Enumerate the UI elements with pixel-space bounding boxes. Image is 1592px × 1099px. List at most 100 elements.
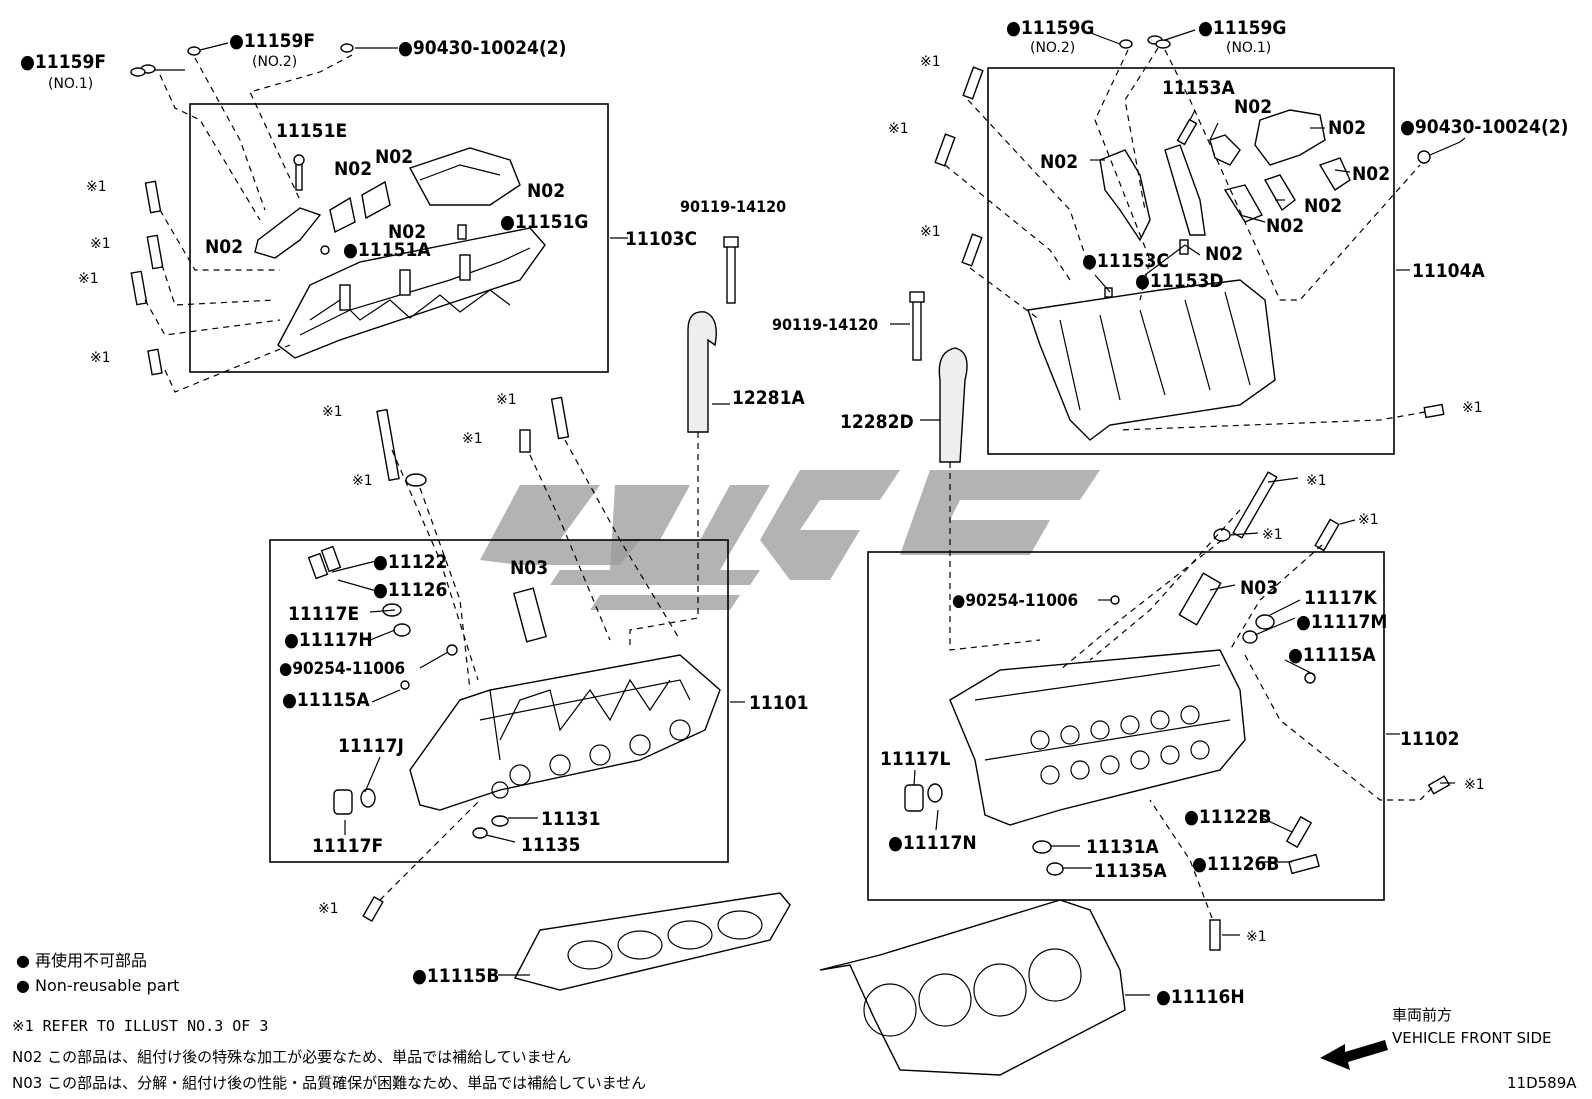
cylinder-head-left bbox=[409, 654, 721, 811]
label-11151A: ●11151A bbox=[343, 239, 431, 261]
label-ref-17: ※1 bbox=[1464, 777, 1485, 793]
chain-guide-12281A bbox=[687, 236, 739, 433]
label-11115A-left: ●11115A bbox=[282, 689, 370, 711]
label-ref-12: ※1 bbox=[920, 224, 941, 240]
label-n02-j: N02 bbox=[1304, 195, 1342, 217]
legend-ref-note: ※1 REFER TO ILLUST NO.3 OF 3 bbox=[12, 1017, 268, 1035]
label-11126: ●11126 bbox=[373, 579, 447, 601]
vehicle-front-indicator: 車両前方 VEHICLE FRONT SIDE bbox=[1320, 1006, 1552, 1070]
label-ref-5: ※1 bbox=[322, 404, 343, 420]
label-ref-15: ※1 bbox=[1262, 527, 1283, 543]
label-ref-7: ※1 bbox=[496, 392, 517, 408]
label-n02-d: N02 bbox=[388, 221, 426, 243]
label-ref-10: ※1 bbox=[920, 54, 941, 70]
bolts-right bbox=[934, 66, 1445, 419]
label-11104A: 11104A bbox=[1412, 260, 1485, 282]
camshaft-housing-left bbox=[277, 227, 546, 359]
label-11159F-no1-sub: (NO.1) bbox=[48, 76, 93, 92]
label-n02-h: N02 bbox=[1040, 151, 1078, 173]
label-90430-left: ●90430-10024(2) bbox=[398, 37, 566, 59]
label-11135A: 11135A bbox=[1094, 860, 1167, 882]
legend: ● 再使用不可部品 ● Non-reusable part ※1 REFER T… bbox=[12, 951, 646, 1092]
head-gasket-right bbox=[819, 899, 1126, 1076]
label-n03-left: N03 bbox=[510, 557, 548, 579]
legend-n02-note: N02 この部品は、組付け後の特殊な加工が必要なため、単品では補給していません bbox=[12, 1048, 571, 1066]
label-11131: 11131 bbox=[541, 808, 600, 830]
label-ref-4: ※1 bbox=[90, 350, 111, 366]
label-ref-1: ※1 bbox=[86, 179, 107, 195]
front-label-en: VEHICLE FRONT SIDE bbox=[1392, 1029, 1552, 1047]
label-n02-i: N02 bbox=[1352, 163, 1390, 185]
legend-nonreusable-en: ● Non-reusable part bbox=[16, 976, 179, 995]
label-11153A: 11153A bbox=[1162, 77, 1235, 99]
label-ref-13: ※1 bbox=[1462, 400, 1483, 416]
cylinder-head-right bbox=[949, 649, 1246, 826]
label-11115B: ●11115B bbox=[412, 965, 499, 987]
labels: ●11159F (NO.1) ●11159F (NO.2) ●90430-100… bbox=[20, 17, 1568, 1008]
label-n02-b: N02 bbox=[375, 146, 413, 168]
front-arrow-icon bbox=[1320, 1040, 1388, 1070]
assembly-box-11103C bbox=[189, 103, 609, 373]
label-ref-11: ※1 bbox=[888, 121, 909, 137]
label-11117M: ●11117M bbox=[1296, 611, 1387, 633]
label-n02-a: N02 bbox=[334, 158, 372, 180]
label-11122: ●11122 bbox=[373, 551, 447, 573]
front-label-jp: 車両前方 bbox=[1392, 1006, 1452, 1024]
label-11117L: 11117L bbox=[880, 748, 950, 770]
label-ref-6: ※1 bbox=[352, 473, 373, 489]
label-n02-e: N02 bbox=[205, 236, 243, 258]
label-12282D: 12282D bbox=[840, 411, 914, 433]
small-parts-right-head bbox=[904, 471, 1451, 951]
chain-guide-12282D bbox=[909, 291, 968, 463]
label-n02-k: N02 bbox=[1266, 215, 1304, 237]
o-rings-top-right bbox=[1119, 35, 1431, 164]
label-11135: 11135 bbox=[521, 834, 580, 856]
diagram-id: 11D589A bbox=[1507, 1074, 1577, 1092]
label-n02-f: N02 bbox=[1234, 96, 1272, 118]
label-11159G-no2: ●11159G bbox=[1006, 17, 1094, 39]
label-12281A: 12281A bbox=[732, 387, 805, 409]
label-11101: 11101 bbox=[749, 692, 808, 714]
label-n02-g: N02 bbox=[1328, 117, 1366, 139]
camshaft-housing-right bbox=[1027, 279, 1276, 441]
label-11153D: ●11153D bbox=[1135, 270, 1224, 292]
label-11159G-no2-sub: (NO.2) bbox=[1030, 40, 1075, 56]
label-11117H: ●11117H bbox=[284, 629, 373, 651]
label-n03-right: N03 bbox=[1240, 577, 1278, 599]
label-11103C: 11103C bbox=[625, 228, 697, 250]
label-11159F-no1: ●11159F bbox=[20, 51, 106, 73]
label-11115A-right: ●11115A bbox=[1288, 644, 1376, 666]
label-11116H: ●11116H bbox=[1156, 986, 1245, 1008]
label-11153C: ●11153C bbox=[1082, 250, 1169, 272]
label-90430-right: ●90430-10024(2) bbox=[1400, 116, 1568, 138]
label-11159F-no2-sub: (NO.2) bbox=[252, 54, 297, 70]
legend-n03-note: N03 この部品は、分解・組付け後の性能・品質確保が困難なため、単品では補給して… bbox=[12, 1074, 646, 1092]
label-n02-l: N02 bbox=[1205, 243, 1243, 265]
label-11102: 11102 bbox=[1400, 728, 1459, 750]
label-n02-c: N02 bbox=[527, 180, 565, 202]
label-ref-9: ※1 bbox=[318, 901, 339, 917]
label-ref-8: ※1 bbox=[462, 431, 483, 447]
label-11159G-no1: ●11159G bbox=[1198, 17, 1286, 39]
label-11159F-no2: ●11159F bbox=[229, 30, 315, 52]
assembly-box-11104A bbox=[987, 67, 1395, 455]
label-11117F: 11117F bbox=[312, 835, 383, 857]
label-90254-right: ●90254-11006 bbox=[952, 591, 1078, 611]
label-11151E: 11151E bbox=[276, 120, 347, 142]
small-parts-left-head bbox=[307, 396, 570, 922]
assembly-box-11102 bbox=[867, 551, 1385, 901]
label-11117K: 11117K bbox=[1304, 587, 1377, 609]
label-11126B: ●11126B bbox=[1192, 853, 1279, 875]
label-90119-right: 90119-14120 bbox=[772, 315, 878, 334]
label-11117J: 11117J bbox=[338, 735, 404, 757]
bolts-left bbox=[130, 180, 164, 376]
label-11117N: ●11117N bbox=[888, 832, 977, 854]
bearing-caps-right bbox=[1099, 109, 1351, 298]
label-11117E: 11117E bbox=[288, 603, 359, 625]
assembly-box-11101 bbox=[269, 539, 729, 863]
label-11159G-no1-sub: (NO.1) bbox=[1226, 40, 1271, 56]
bearing-caps-left bbox=[254, 147, 521, 259]
label-ref-3: ※1 bbox=[78, 271, 99, 287]
label-ref-18: ※1 bbox=[1246, 929, 1267, 945]
